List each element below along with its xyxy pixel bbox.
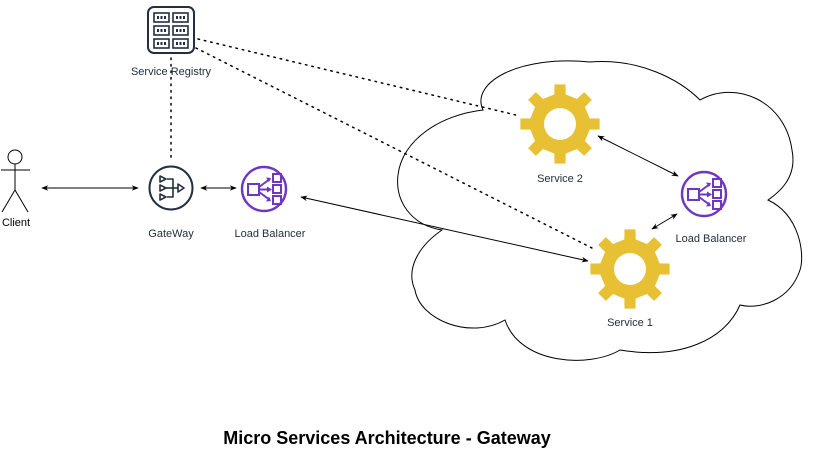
load-balancer-icon[interactable]: [240, 165, 288, 213]
gear-icon[interactable]: [590, 229, 670, 309]
edge-registry-service2: [197, 38, 521, 117]
gear-shape: [590, 229, 670, 309]
service-registry-label: Service Registry: [130, 66, 212, 78]
client-label: Client: [1, 217, 31, 229]
load-balancer-outer-label: Load Balancer: [234, 228, 306, 240]
cloud-group: [397, 60, 803, 361]
diagram-title: Micro Services Architecture - Gateway: [223, 428, 551, 448]
server-rack-icon[interactable]: [147, 6, 195, 54]
load-balancer-inner-label: Load Balancer: [675, 233, 747, 245]
service-2-label: Service 2: [537, 173, 583, 185]
edge-registry-service1: [195, 47, 593, 249]
edge-loadbalancer-service1-inner: [651, 213, 678, 230]
gear-shape: [520, 84, 600, 164]
load-balancer-icon[interactable]: [680, 170, 728, 218]
gateway-label: GateWay: [148, 228, 194, 240]
service-1-label: Service 1: [607, 317, 653, 329]
edge-service2-loadbalancer: [597, 135, 679, 177]
edge-loadbalancer-service1: [300, 195, 589, 263]
gear-icon[interactable]: [520, 84, 600, 164]
actor-icon[interactable]: [1, 149, 30, 213]
api-gateway-icon[interactable]: [148, 165, 194, 211]
